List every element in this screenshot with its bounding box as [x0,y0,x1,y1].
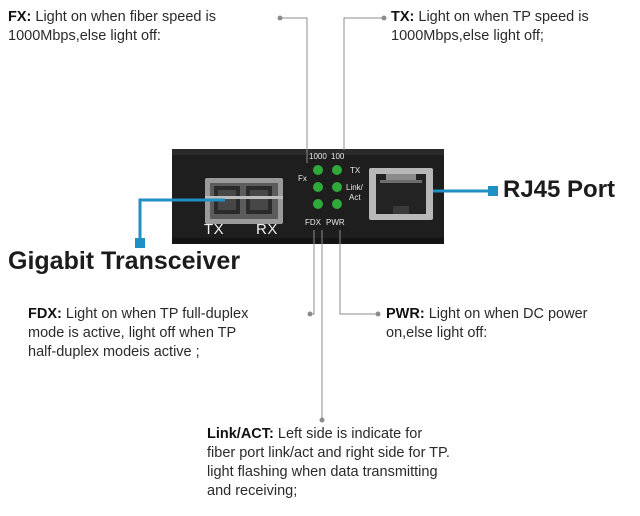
led-label-fx: Fx [298,174,307,183]
sfp-rx-label: RX [256,221,278,238]
led-label-1000: 1000 [309,152,327,161]
fdx-line2: mode is active, light off when TP [28,325,237,341]
tx-note: TX: Light on when TP speed is 1000Mbps,e… [391,8,636,46]
fdx-note: FDX: Light on when TP full-duplex mode i… [28,305,310,362]
pwr-line2: on,else light off: [386,325,488,341]
led-label-link: Link/ [346,183,363,192]
led-label-act: Act [349,193,361,202]
link-line1: Left side is indicate for [277,426,423,442]
link-line4: and receiving; [207,483,298,499]
fx-note: FX: Light on when fiber speed is 1000Mbp… [8,8,288,46]
fx-line1: Light on when fiber speed is [35,9,216,25]
tx-line2: 1000Mbps,else light off; [391,28,544,44]
pwr-key: PWR: [386,306,425,322]
fdx-line3: half-duplex modeis active ; [28,344,200,360]
status-leds [313,165,342,209]
fx-line2: 1000Mbps,else light off: [8,28,161,44]
pwr-line1: Light on when DC power [428,306,588,322]
rj45-port-title: RJ45 Port [503,176,616,203]
led-label-fdx: FDX [305,218,321,227]
fdx-line1: Light on when TP full-duplex [65,306,249,322]
link-act-note: Link/ACT: Left side is indicate for fibe… [207,425,507,501]
link-line2: fiber port link/act and right side for T… [207,445,450,461]
accent-callouts [138,189,490,240]
link-key: Link/ACT: [207,426,274,442]
fx-key: FX: [8,9,32,25]
gigabit-transceiver-title: Gigabit Transceiver [8,247,241,275]
rj45-port-icon [369,168,433,220]
tx-line1: Light on when TP speed is [418,9,589,25]
rj45-callout-marker [488,186,498,196]
transceiver-callout-marker [135,238,145,248]
fdx-key: FDX: [28,306,62,322]
leader-lines [280,17,384,420]
tx-key: TX: [391,9,415,25]
led-label-pwr: PWR [326,218,345,227]
sfp-tx-label: TX [204,221,225,238]
led-label-tx: TX [350,166,361,175]
led-label-100: 100 [331,152,345,161]
pwr-note: PWR: Light on when DC power on,else ligh… [386,305,636,343]
link-line3: light flashing when data transmitting [207,464,438,480]
